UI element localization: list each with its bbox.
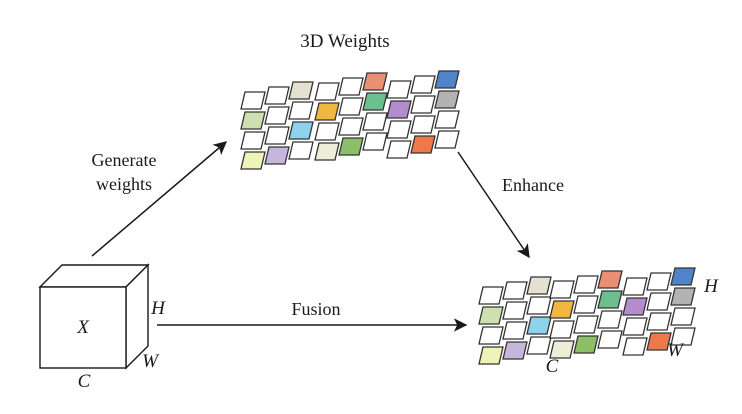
output-cell-empty <box>646 272 672 291</box>
weight-cell-cream <box>314 142 340 161</box>
output-cell-empty <box>646 312 672 331</box>
output-cell-empty <box>622 317 648 336</box>
weight-cell-empty <box>288 141 314 160</box>
weight-cell-empty <box>314 82 340 101</box>
output-cell-empty <box>622 337 648 356</box>
input-h-label: H <box>150 298 166 319</box>
output-cell-empty <box>573 315 599 334</box>
input-c-label: C <box>78 371 91 392</box>
cube-front-face <box>39 286 127 369</box>
output-cell-green-mid <box>597 290 623 309</box>
output-cell-yellow-light <box>478 346 504 365</box>
generate-weights-label-line2: weights <box>96 174 152 194</box>
output-cell-empty <box>549 280 575 299</box>
output-c-label: C <box>546 356 559 377</box>
enhance-label: Enhance <box>502 175 564 195</box>
weight-cell-blue <box>434 70 460 89</box>
weight-cell-empty <box>434 130 460 149</box>
weight-cell-purple <box>386 100 412 119</box>
weight-cell-empty <box>386 120 412 139</box>
output-cell-empty <box>670 327 696 346</box>
output-h-label: H <box>703 276 719 297</box>
output-cell-cyan <box>526 316 552 335</box>
weight-cell-gray <box>434 90 460 109</box>
weight-cell-empty <box>362 112 388 131</box>
output-cell-empty <box>502 301 528 320</box>
output-cell-blue <box>670 267 696 286</box>
weight-cell-empty <box>264 86 290 105</box>
output-cell-orange-yellow <box>549 300 575 319</box>
weight-cell-empty <box>264 126 290 145</box>
weight-cell-empty <box>410 95 436 114</box>
weight-cell-empty <box>314 122 340 141</box>
output-cell-salmon <box>597 270 623 289</box>
output-cell-purple <box>622 297 648 316</box>
output-cell-empty <box>670 307 696 326</box>
output-cell-empty <box>526 296 552 315</box>
output-cell-lavender <box>502 341 528 360</box>
weight-cell-empty <box>288 101 314 120</box>
output-cell-empty <box>573 275 599 294</box>
weights-title: 3D Weights <box>300 31 389 52</box>
weight-cell-green-light <box>240 111 266 130</box>
weight-cell-green-mid <box>362 92 388 111</box>
weight-cell-empty <box>362 132 388 151</box>
output-w-label: W <box>667 340 685 361</box>
weight-cell-orange-yellow <box>314 102 340 121</box>
fusion-label: Fusion <box>291 299 340 319</box>
weight-cell-cyan <box>288 121 314 140</box>
weight-cell-empty <box>410 115 436 134</box>
output-cell-green-light <box>478 306 504 325</box>
output-cell-beige <box>526 276 552 295</box>
output-cell-empty <box>526 336 552 355</box>
weight-cell-lavender <box>264 146 290 165</box>
enhance-arrow <box>457 151 530 259</box>
input-cube <box>38 263 150 370</box>
3d-weights-grid <box>240 70 460 170</box>
output-cell-gray <box>670 287 696 306</box>
weight-cell-empty <box>240 131 266 150</box>
weight-cell-salmon <box>362 72 388 91</box>
weight-cell-empty <box>434 110 460 129</box>
weight-cell-empty <box>264 106 290 125</box>
output-cell-empty <box>502 281 528 300</box>
weight-cell-empty <box>386 80 412 99</box>
weight-cell-green-dark <box>338 137 364 156</box>
output-features-grid <box>478 267 696 365</box>
input-w-label: W <box>142 351 160 372</box>
weight-cell-empty <box>240 91 266 110</box>
weight-cell-empty <box>386 140 412 159</box>
weight-cell-beige <box>288 81 314 100</box>
output-cell-cream <box>549 340 575 359</box>
weight-cell-orange <box>410 135 436 154</box>
weight-cell-empty <box>338 97 364 116</box>
output-cell-empty <box>478 286 504 305</box>
input-x-label: X <box>76 317 90 338</box>
output-cell-empty <box>622 277 648 296</box>
generate-weights-arrow <box>91 141 228 257</box>
weight-cell-yellow-light <box>240 151 266 170</box>
output-cell-empty <box>597 310 623 329</box>
weight-cell-empty <box>410 75 436 94</box>
output-cell-empty <box>502 321 528 340</box>
output-cell-orange <box>646 332 672 351</box>
output-cell-empty <box>478 326 504 345</box>
output-cell-empty <box>573 295 599 314</box>
output-cell-empty <box>549 320 575 339</box>
output-cell-empty <box>597 330 623 349</box>
weight-cell-empty <box>338 117 364 136</box>
weight-cell-empty <box>338 77 364 96</box>
output-cell-empty <box>646 292 672 311</box>
output-cell-green-dark <box>573 335 599 354</box>
generate-weights-label-line1: Generate <box>92 150 157 170</box>
